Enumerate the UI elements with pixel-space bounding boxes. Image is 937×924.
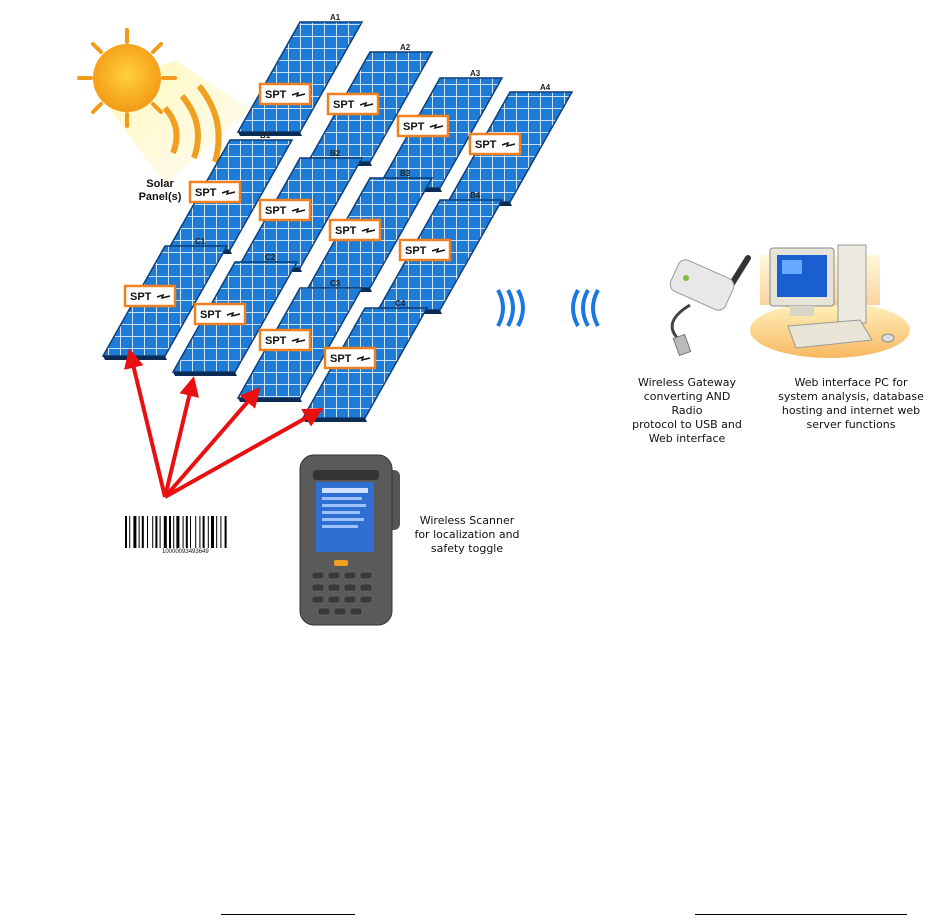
spt-label: SPT — [403, 121, 425, 133]
spt-label: SPT — [195, 187, 217, 199]
scanner-caption-line1: Wireless Scanner — [408, 514, 526, 528]
spt-label: SPT — [475, 139, 497, 151]
gateway-caption-line3: protocol to USB and — [628, 418, 746, 432]
pc-caption: Web interface PC for system analysis, da… — [770, 376, 932, 432]
spt-label: SPT — [130, 291, 152, 303]
solar-label-line2: Panel(s) — [130, 191, 190, 204]
panel-label-C2: C2 — [265, 253, 276, 262]
panel-label-C3: C3 — [330, 279, 341, 288]
spt-label: SPT — [200, 309, 222, 321]
solar-panels-label: Solar Panel(s) — [130, 178, 190, 204]
gateway-caption-line4: Web interface — [628, 432, 746, 446]
panel-label-B4: B4 — [470, 191, 481, 200]
scanner-caption-line2: for localization and — [408, 528, 526, 542]
spt-label: SPT — [265, 89, 287, 101]
pc-caption-line4: server functions — [770, 418, 932, 432]
spt-label: SPT — [333, 99, 355, 111]
spt-label: SPT — [265, 335, 287, 347]
panel-label-C4: C4 — [395, 299, 406, 308]
computer-icon — [750, 245, 910, 358]
gateway-caption: Wireless Gateway converting AND Radio pr… — [628, 376, 746, 446]
panel-label-C1: C1 — [195, 237, 206, 246]
barcode-number: 10000093493649 — [162, 549, 209, 555]
wireless-signal-icon — [498, 290, 598, 326]
spt-label: SPT — [330, 353, 352, 365]
panel-label-B1: B1 — [260, 131, 271, 140]
gateway-caption-line2: converting AND Radio — [628, 390, 746, 418]
panel-label-B2: B2 — [330, 149, 341, 158]
panel-label-A1: A1 — [330, 13, 341, 22]
panel-label-B3: B3 — [400, 169, 411, 178]
pc-caption-line1: Web interface PC for — [770, 376, 932, 390]
scanner-caption: Wireless Scanner for localization and sa… — [408, 514, 526, 556]
panel-label-A4: A4 — [540, 83, 551, 92]
scanner-caption-line3: safety toggle — [408, 542, 526, 556]
pc-caption-line3: hosting and internet web — [770, 404, 932, 418]
panel-label-A2: A2 — [400, 43, 411, 52]
spt-label: SPT — [265, 205, 287, 217]
spt-label: SPT — [405, 245, 427, 257]
footer-rule-right — [695, 914, 907, 915]
gateway-caption-line1: Wireless Gateway — [628, 376, 746, 390]
solar-label-line1: Solar — [130, 178, 190, 191]
pc-caption-line2: system analysis, database — [770, 390, 932, 404]
wireless-gateway-icon — [668, 257, 748, 355]
footer-rule-left — [221, 914, 355, 915]
panel-label-A3: A3 — [470, 69, 481, 78]
spt-label: SPT — [335, 225, 357, 237]
barcode-icon — [123, 515, 243, 548]
handheld-scanner-icon — [300, 455, 400, 625]
